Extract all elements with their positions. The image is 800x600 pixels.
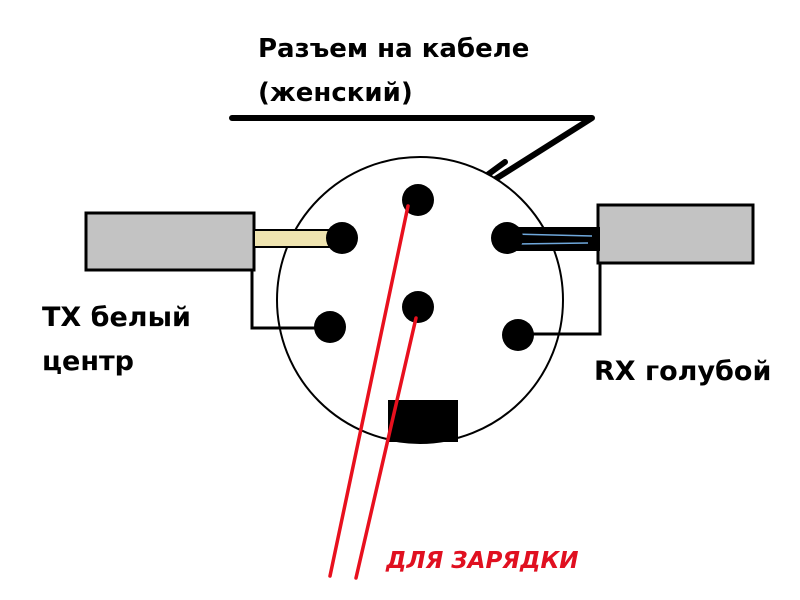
pin-center: [402, 291, 434, 323]
connector-key: [388, 400, 458, 442]
pin-tx-ground: [314, 311, 346, 343]
connector-pins: [314, 184, 534, 351]
pin-tx: [326, 222, 358, 254]
rx-label: RX голубой: [594, 356, 772, 387]
connector-title-line2: (женский): [258, 78, 413, 108]
pin-top: [402, 184, 434, 216]
tx-label-line1: TX белый: [42, 302, 191, 333]
tx-cable: [84, 211, 333, 330]
pin-rx: [491, 222, 523, 254]
pin-rx-ground: [502, 319, 534, 351]
charging-wires: [328, 204, 418, 580]
charging-label: ДЛЯ ЗАРЯДКИ: [386, 548, 579, 574]
tx-label-line2: центр: [42, 346, 134, 377]
connector-title-line1: Разъем на кабеле: [258, 34, 530, 64]
